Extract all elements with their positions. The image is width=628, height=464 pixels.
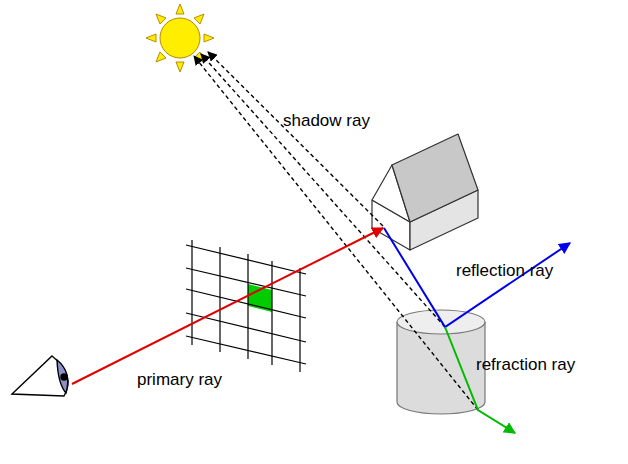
- eye-symbol: [12, 356, 68, 396]
- ray-label: shadow ray: [283, 112, 370, 131]
- refraction-ray-line: [445, 327, 515, 433]
- ray-label: reflection ray: [456, 262, 553, 281]
- ray-label: refraction ray: [476, 356, 575, 375]
- primary-ray-line: [72, 228, 383, 384]
- sun-symbol: [146, 4, 214, 72]
- shadow-rays: [194, 52, 478, 410]
- ray-label: primary ray: [137, 371, 222, 390]
- image-plane-grid: [186, 240, 306, 372]
- reflection-ray-line: [384, 228, 570, 327]
